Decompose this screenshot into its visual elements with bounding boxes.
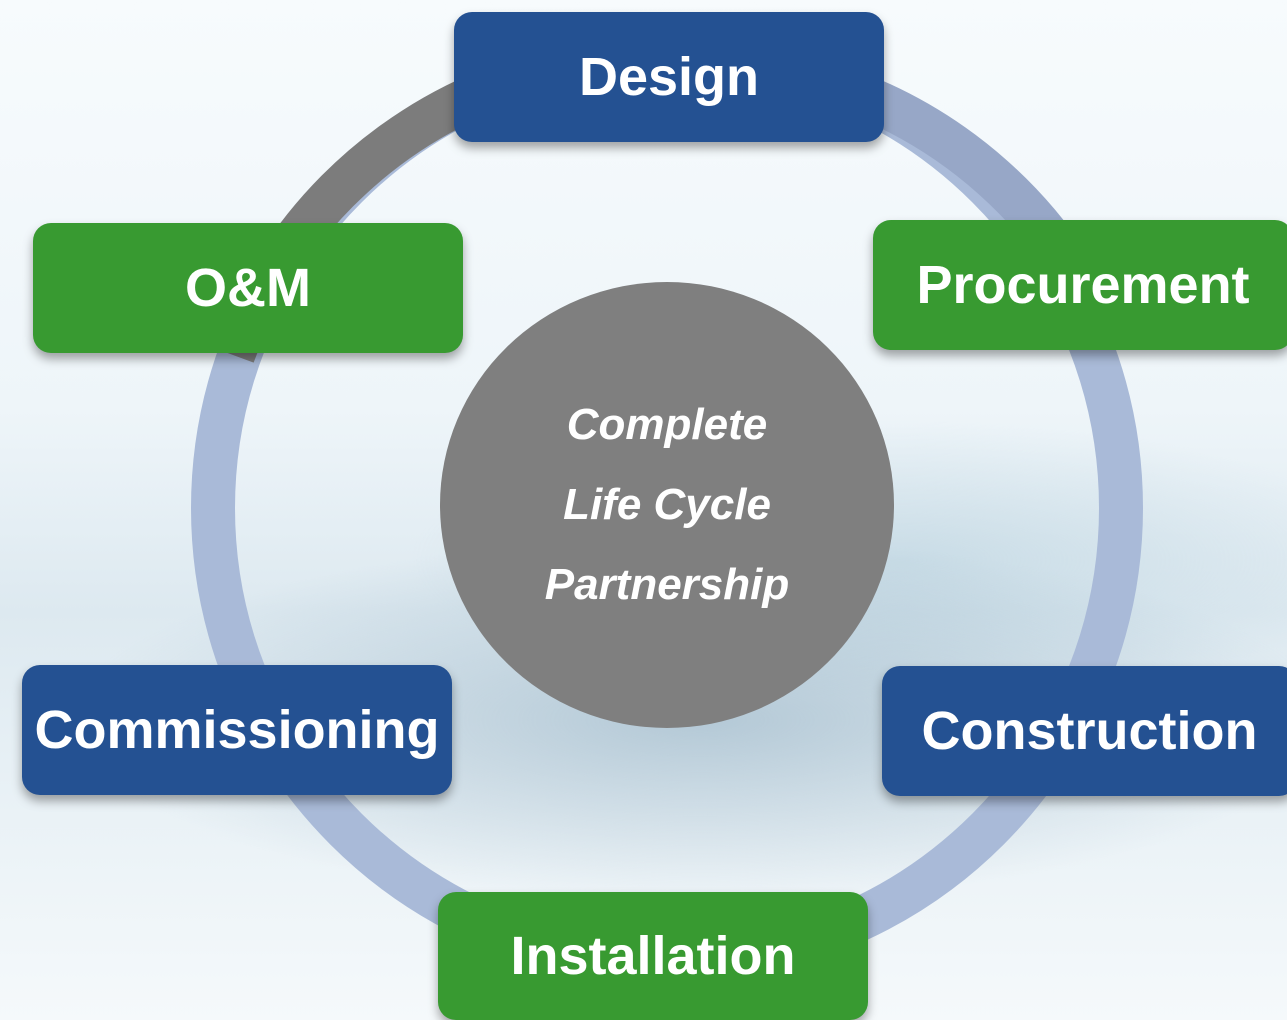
stage-om: O&M	[33, 223, 463, 353]
stage-construction: Construction	[882, 666, 1287, 796]
center-line-2: Life Cycle	[563, 480, 771, 529]
stage-commissioning: Commissioning	[22, 665, 452, 795]
center-line-1: Complete	[566, 400, 768, 449]
center-line-3: Partnership	[544, 560, 790, 609]
center-circle: Complete Life Cycle Partnership	[440, 282, 894, 728]
stage-installation: Installation	[438, 892, 868, 1020]
stage-design: Design	[454, 12, 884, 142]
stage-procurement: Procurement	[873, 220, 1287, 350]
